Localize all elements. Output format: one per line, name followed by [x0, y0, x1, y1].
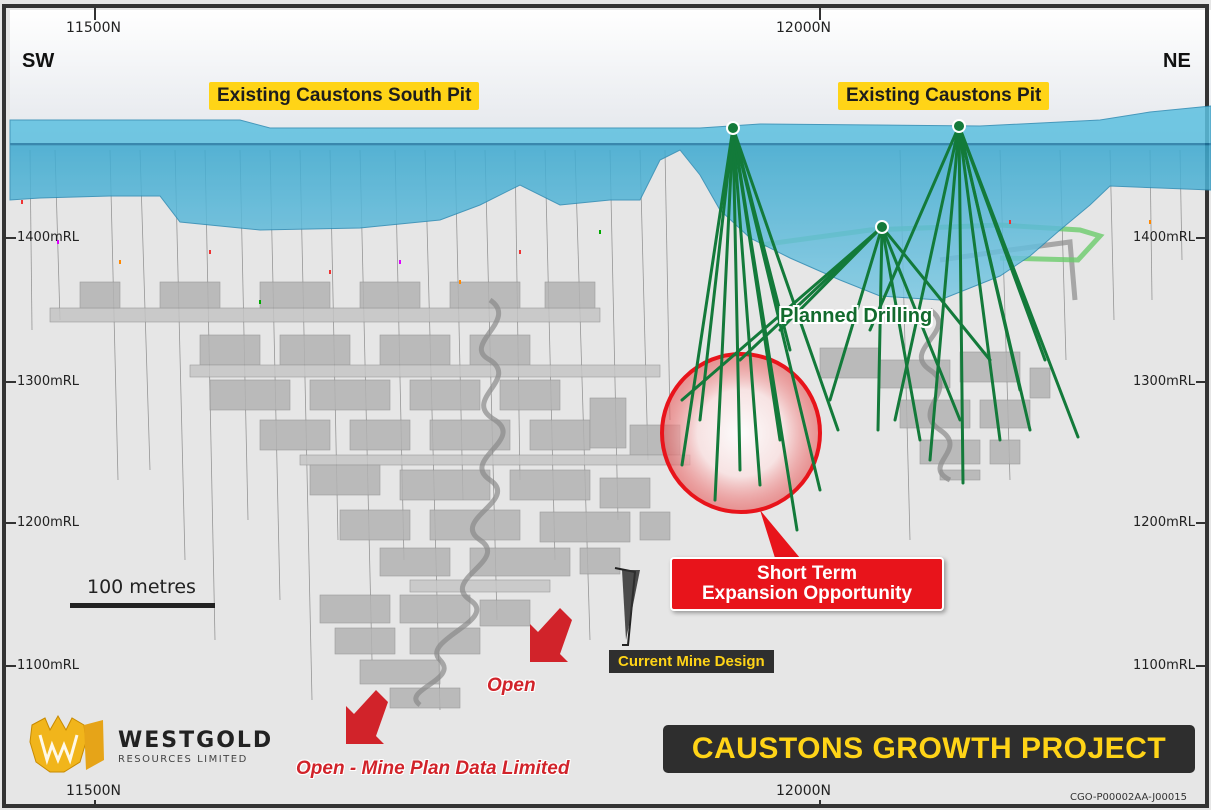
open-limited-label: Open - Mine Plan Data Limited — [296, 758, 570, 779]
mine-design-stopes — [49, 281, 1051, 709]
direction-sw: SW — [22, 50, 55, 72]
logo-subtitle: RESOURCES LIMITED — [118, 754, 248, 765]
south-pit-label: Existing Caustons South Pit — [209, 82, 480, 110]
open-arrow-1 — [530, 608, 572, 662]
drill-collars — [726, 119, 966, 234]
left-level-1200: 1200mRL — [17, 515, 80, 530]
direction-ne: NE — [1163, 50, 1191, 72]
top-tick-marks — [6, 8, 1206, 808]
top-easting-label-1: 11500N — [66, 20, 122, 36]
expansion-opportunity-callout: Short Term Expansion Opportunity — [670, 557, 944, 611]
left-level-1300: 1300mRL — [17, 374, 80, 389]
current-mine-design-label: Current Mine Design — [609, 650, 774, 673]
planned-drill-traces — [680, 124, 1080, 532]
left-level-1400: 1400mRL — [17, 230, 80, 245]
open-label: Open — [487, 675, 536, 696]
right-level-1300: 1300mRL — [1133, 374, 1196, 389]
opportunity-line-1: Short Term — [757, 563, 857, 584]
assay-specks — [21, 200, 1151, 304]
project-title: CAUSTONS GROWTH PROJECT — [663, 725, 1195, 773]
scale-bar — [70, 603, 215, 608]
right-level-1200: 1200mRL — [1133, 515, 1196, 530]
opportunity-pointer — [760, 510, 800, 558]
logo-wordmark: WESTGOLD — [118, 728, 274, 753]
bottom-easting-label-2: 12000N — [776, 783, 832, 799]
westgold-logo-icon — [29, 714, 104, 773]
bottom-easting-label-1: 11500N — [66, 783, 122, 799]
document-reference: CGO-P00002AA-J00015 — [1070, 792, 1187, 803]
opportunity-line-2: Expansion Opportunity — [701, 583, 913, 604]
planned-drilling-label: Planned Drilling — [780, 305, 933, 327]
right-level-1100: 1100mRL — [1133, 658, 1196, 673]
open-arrows — [346, 608, 572, 744]
scale-bar-label: 100 metres — [87, 576, 196, 598]
open-arrow-2 — [346, 690, 388, 744]
left-level-1100: 1100mRL — [17, 658, 80, 673]
pit-shells — [9, 105, 1211, 301]
top-easting-label-2: 12000N — [776, 20, 832, 36]
caustons-pit-label: Existing Caustons Pit — [838, 82, 1050, 110]
right-level-1400: 1400mRL — [1133, 230, 1196, 245]
